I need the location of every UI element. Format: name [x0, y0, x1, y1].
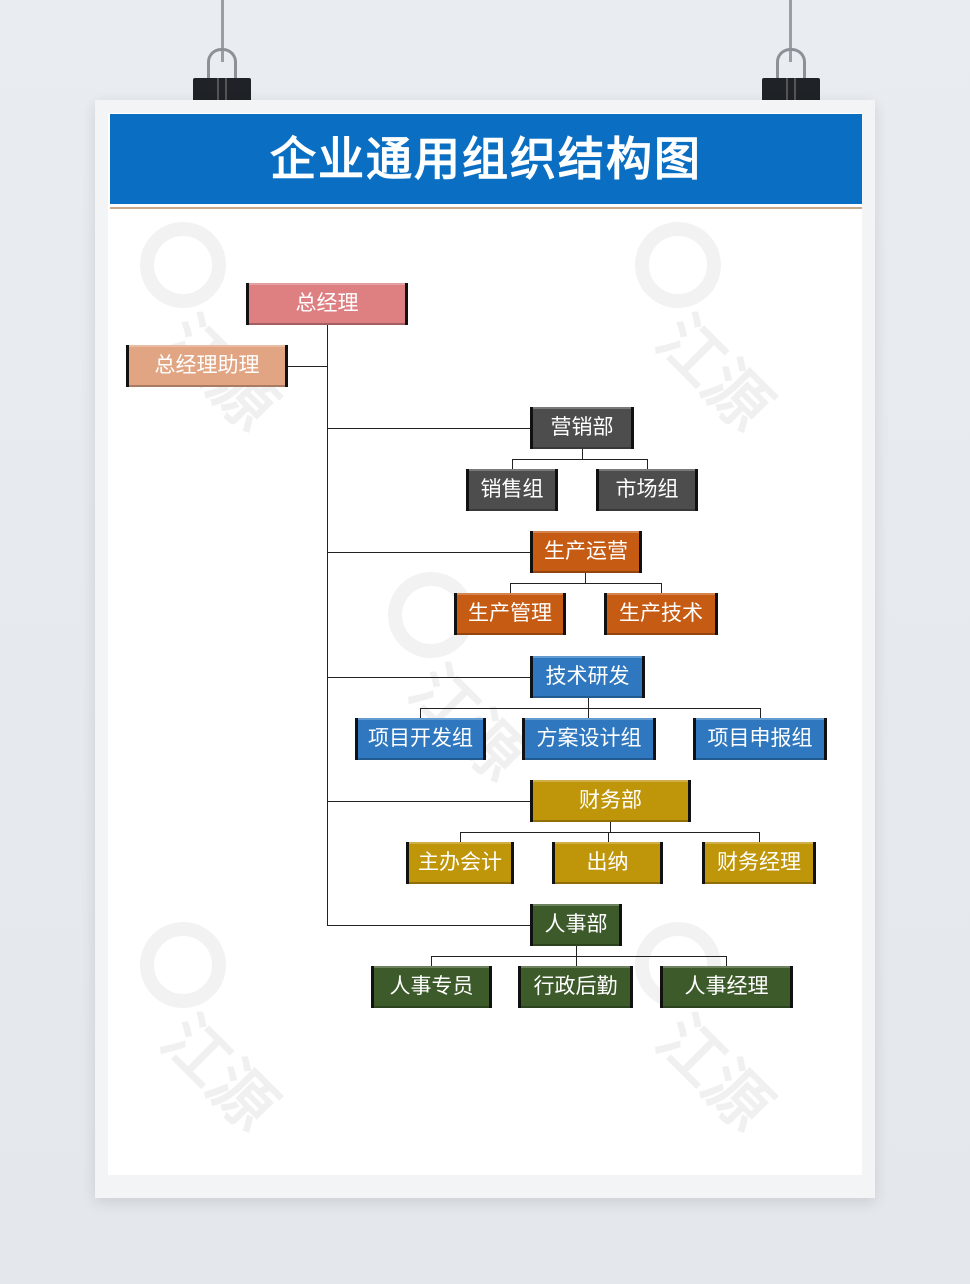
finance-connector: [327, 801, 530, 802]
node-general-manager: 总经理: [246, 283, 408, 325]
node-sales-team: 销售组: [466, 469, 558, 511]
hr-branch-line: [431, 956, 727, 957]
node-hr: 人事部: [530, 904, 622, 946]
hr-drop-line: [576, 946, 577, 956]
finance-branch-tick: [608, 832, 609, 842]
rnd-drop-line: [588, 698, 589, 708]
hr-connector: [327, 925, 530, 926]
rnd-connector: [327, 677, 530, 678]
production-branch-line: [510, 583, 662, 584]
rnd-branch-tick: [588, 708, 589, 718]
node-hr-manager: 人事经理: [660, 966, 793, 1008]
marketing-drop-line: [582, 449, 583, 459]
node-project-dev-team: 项目开发组: [355, 718, 486, 760]
node-finance-manager: 财务经理: [702, 842, 816, 884]
rnd-branch-tick: [760, 708, 761, 718]
node-chief-accountant: 主办会计: [406, 842, 514, 884]
node-cashier: 出纳: [552, 842, 663, 884]
node-market-team: 市场组: [596, 469, 698, 511]
node-gm-assistant: 总经理助理: [126, 345, 288, 387]
rnd-branch-tick: [420, 708, 421, 718]
production-drop-line: [585, 573, 586, 583]
finance-branch-line: [460, 832, 760, 833]
node-production-technology: 生产技术: [604, 593, 718, 635]
finance-drop-line: [610, 822, 611, 832]
marketing-branch-tick: [512, 459, 513, 469]
node-hr-specialist: 人事专员: [371, 966, 492, 1008]
production-branch-tick: [661, 583, 662, 593]
production-branch-tick: [510, 583, 511, 593]
node-production-management: 生产管理: [454, 593, 566, 635]
title-underline: [110, 207, 862, 209]
hr-branch-tick: [726, 956, 727, 966]
node-solution-design-team: 方案设计组: [522, 718, 656, 760]
node-marketing: 营销部: [530, 407, 634, 449]
node-finance: 财务部: [530, 780, 691, 822]
main-trunk-line: [327, 324, 328, 925]
page-title: 企业通用组织结构图: [110, 114, 862, 204]
marketing-branch-tick: [647, 459, 648, 469]
production-connector: [327, 552, 530, 553]
hr-branch-tick: [576, 956, 577, 966]
marketing-connector: [327, 428, 530, 429]
marketing-branch-line: [512, 459, 648, 460]
node-project-application-team: 项目申报组: [693, 718, 827, 760]
assistant-connector: [287, 366, 327, 367]
node-rnd: 技术研发: [530, 656, 645, 698]
finance-branch-tick: [759, 832, 760, 842]
hr-branch-tick: [431, 956, 432, 966]
rnd-branch-line: [420, 708, 761, 709]
finance-branch-tick: [460, 832, 461, 842]
node-admin-logistics: 行政后勤: [518, 966, 633, 1008]
node-production: 生产运营: [530, 531, 642, 573]
